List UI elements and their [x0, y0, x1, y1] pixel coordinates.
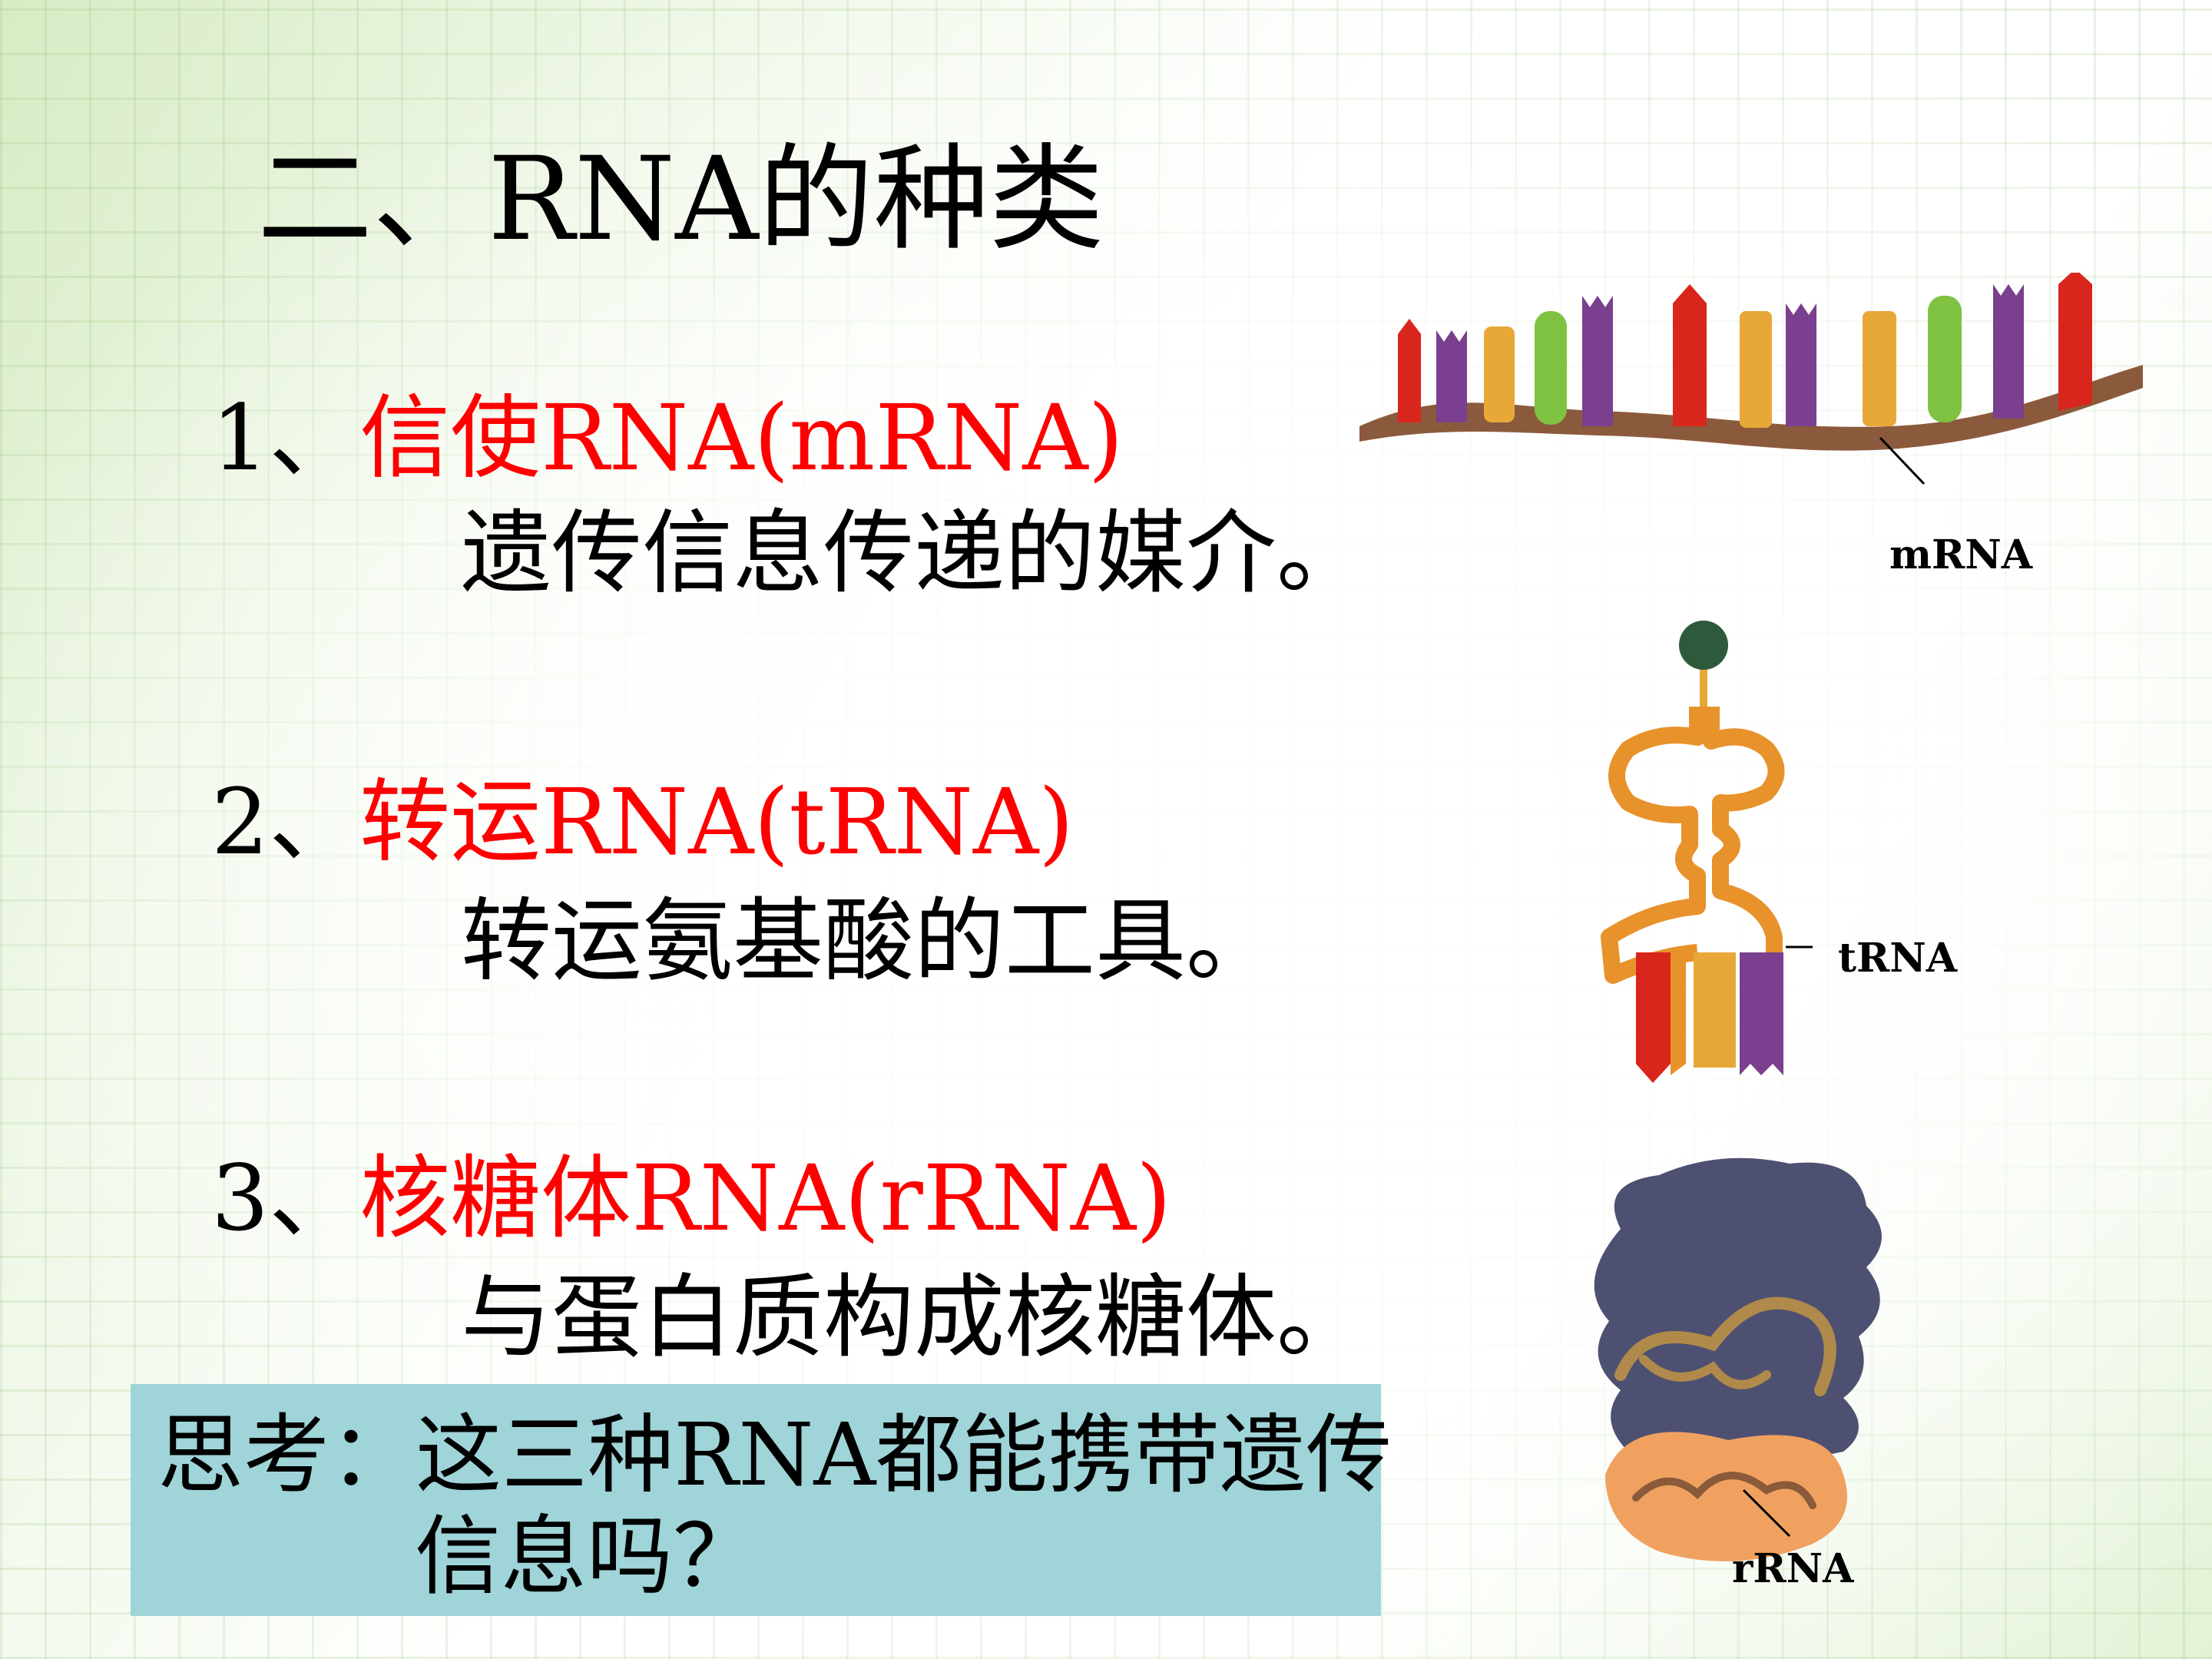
trna-label: tRNA	[1838, 935, 1958, 982]
slide-title: 二、RNA的种类	[257, 133, 1104, 267]
item-number: 1、	[211, 385, 360, 491]
think-question-line2: 信息吗？	[415, 1507, 759, 1607]
rrna-illustration: rRNA	[1594, 1157, 1882, 1592]
amino-acid-ball	[1679, 621, 1728, 670]
item-mrna: 1、信使RNA(mRNA)	[211, 384, 1124, 492]
item-rrna: 3、核糖体RNA(rRNA)	[211, 1144, 1171, 1252]
ribosome-small-subunit	[1605, 1432, 1847, 1561]
rrna-label: rRNA	[1732, 1545, 1854, 1592]
item-number: 3、	[211, 1145, 360, 1251]
trna-left-arm	[1601, 707, 1706, 984]
item-name: 信使RNA(mRNA)	[359, 385, 1124, 491]
rrna-strand-lower	[1632, 1472, 1816, 1509]
item-name: 核糖体RNA(rRNA)	[359, 1145, 1172, 1251]
item-trna-description: 转运氨基酸的工具。	[461, 888, 1277, 994]
item-rrna-description: 与蛋白质构成核糖体。	[461, 1264, 1368, 1370]
rrna-strand-upper	[1614, 1296, 1836, 1396]
think-box	[131, 1384, 1381, 1616]
item-trna: 2、转运RNA(tRNA)	[211, 768, 1074, 876]
mrna-backbone	[1359, 365, 2143, 451]
trna-right-arm	[1703, 707, 1785, 972]
mrna-pointer	[1879, 436, 1926, 485]
rrna-pointer	[1742, 1488, 1791, 1538]
trna-anticodon	[1636, 952, 1783, 1083]
item-mrna-description: 遗传信息传递的媒介。	[461, 500, 1368, 606]
mrna-illustration: mRNA	[1359, 273, 2143, 578]
trna-illustration: tRNA	[1601, 621, 1958, 1083]
think-question-line1: 思考：这三种RNA都能携带遗传	[157, 1406, 1392, 1505]
mrna-label: mRNA	[1889, 531, 2033, 578]
mrna-bases	[1398, 273, 2092, 428]
item-name: 转运RNA(tRNA)	[359, 769, 1075, 875]
item-number: 2、	[211, 769, 360, 875]
